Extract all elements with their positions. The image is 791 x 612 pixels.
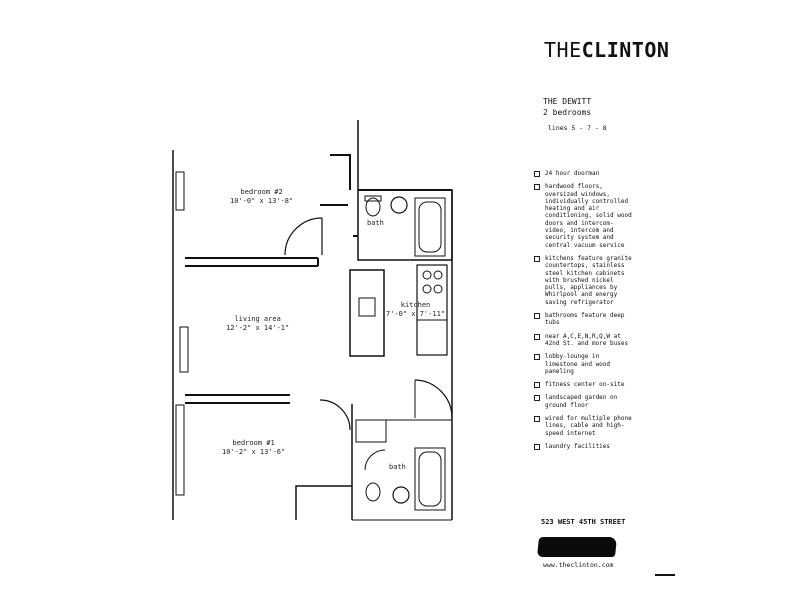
kitchen-sink bbox=[358, 297, 376, 317]
unit-lines: lines 5 - 7 - 8 bbox=[548, 124, 607, 132]
tub-top bbox=[414, 197, 446, 257]
toilet-top bbox=[365, 197, 381, 217]
bedroom2-name: bedroom #2 bbox=[240, 188, 283, 196]
door-swing-entry bbox=[414, 379, 453, 419]
checkbox-icon bbox=[534, 354, 540, 361]
logo-mark bbox=[536, 537, 618, 557]
feature-item: fitness center on-site bbox=[533, 381, 633, 389]
window-bedroom1 bbox=[175, 404, 185, 496]
checkbox-icon bbox=[534, 443, 540, 450]
checkbox-icon bbox=[534, 313, 540, 320]
feature-item: landscaped garden on ground floor bbox=[533, 394, 633, 409]
checkbox-icon bbox=[534, 395, 540, 402]
kitchen-size: 7'-0" x 7'-11" bbox=[386, 310, 446, 318]
checkbox-icon bbox=[534, 416, 540, 423]
living-size: 12'-2" x 14'-1" bbox=[226, 324, 290, 332]
feature-item: near A,C,E,N,R,Q,W at 42nd St. and more … bbox=[533, 333, 633, 348]
window-bedroom2 bbox=[175, 171, 185, 211]
kitchen-name: kitchen bbox=[400, 301, 431, 309]
door-swing-bed2 bbox=[284, 217, 323, 256]
sink-top bbox=[390, 196, 408, 214]
brand-prefix: THE bbox=[544, 38, 582, 62]
kitchen-counter bbox=[349, 269, 385, 357]
closet bbox=[355, 419, 387, 443]
checkbox-icon bbox=[534, 184, 540, 191]
feature-text: wired for multiple phone lines, cable an… bbox=[545, 415, 632, 437]
feature-text: near A,C,E,N,R,Q,W at 42nd St. and more … bbox=[545, 332, 629, 347]
room-label-bath-top: bath bbox=[367, 219, 384, 228]
website-link[interactable]: www.theclinton.com bbox=[543, 561, 614, 569]
door-swing-bath-bottom bbox=[364, 449, 386, 471]
checkbox-icon bbox=[534, 171, 540, 177]
page-mark bbox=[655, 574, 675, 576]
room-label-living: living area 12'-2" x 14'-1" bbox=[226, 315, 289, 333]
checkbox-icon bbox=[534, 382, 540, 389]
feature-text: fitness center on-site bbox=[545, 381, 625, 389]
feature-item: kitchens feature granite countertops, st… bbox=[533, 255, 633, 306]
feature-item: 24 hour doorman bbox=[533, 170, 633, 177]
top-corridor-wall bbox=[330, 154, 351, 190]
feature-item: laundry facilities bbox=[533, 443, 633, 450]
feature-text: 24 hour doorman bbox=[545, 170, 600, 177]
bedroom1-size: 10'-2" x 13'-6" bbox=[222, 448, 286, 456]
feature-list: 24 hour doorman hardwood floors, oversiz… bbox=[533, 170, 633, 456]
kitchen-appliances bbox=[416, 264, 448, 356]
checkbox-icon bbox=[534, 255, 540, 262]
feature-text: lobby-lounge in limestone and wood panel… bbox=[545, 353, 611, 375]
bath-bottom-name: bath bbox=[389, 463, 406, 471]
checkbox-icon bbox=[534, 333, 540, 340]
sink-bottom bbox=[392, 486, 410, 504]
room-label-kitchen: kitchen 7'-0" x 7'-11" bbox=[386, 301, 445, 319]
feature-text: landscaped garden on ground floor bbox=[545, 394, 618, 409]
tub-bottom bbox=[414, 447, 446, 511]
brand-name: CLINTON bbox=[581, 38, 670, 62]
feature-item: bathrooms feature deep tubs bbox=[533, 312, 633, 327]
brand-title: THECLINTON bbox=[544, 38, 669, 62]
feature-text: kitchens feature granite countertops, st… bbox=[545, 254, 632, 306]
feature-text: laundry facilities bbox=[545, 442, 611, 450]
feature-item: lobby-lounge in limestone and wood panel… bbox=[533, 353, 633, 375]
room-label-bedroom2: bedroom #2 10'-0" x 13'-8" bbox=[230, 188, 293, 206]
window-living bbox=[179, 326, 189, 373]
room-label-bath-bottom: bath bbox=[389, 463, 406, 472]
unit-type: 2 bedrooms bbox=[543, 108, 592, 117]
feature-item: hardwood floors, oversized windows, indi… bbox=[533, 183, 633, 249]
bedroom1-name: bedroom #1 bbox=[232, 439, 275, 447]
bath-top-name: bath bbox=[367, 219, 384, 227]
bedroom2-size: 10'-0" x 13'-8" bbox=[230, 197, 294, 205]
unit-name: THE DEWITT bbox=[543, 97, 592, 106]
feature-text: hardwood floors, oversized windows, indi… bbox=[545, 183, 632, 249]
room-label-bedroom1: bedroom #1 10'-2" x 13'-6" bbox=[222, 439, 285, 457]
toilet-bottom bbox=[365, 482, 381, 502]
door-swing-bed1 bbox=[319, 399, 351, 431]
feature-text: bathrooms feature deep tubs bbox=[545, 312, 625, 327]
building-address: 523 WEST 45TH STREET bbox=[541, 518, 626, 526]
feature-item: wired for multiple phone lines, cable an… bbox=[533, 415, 633, 437]
living-name: living area bbox=[234, 315, 281, 323]
